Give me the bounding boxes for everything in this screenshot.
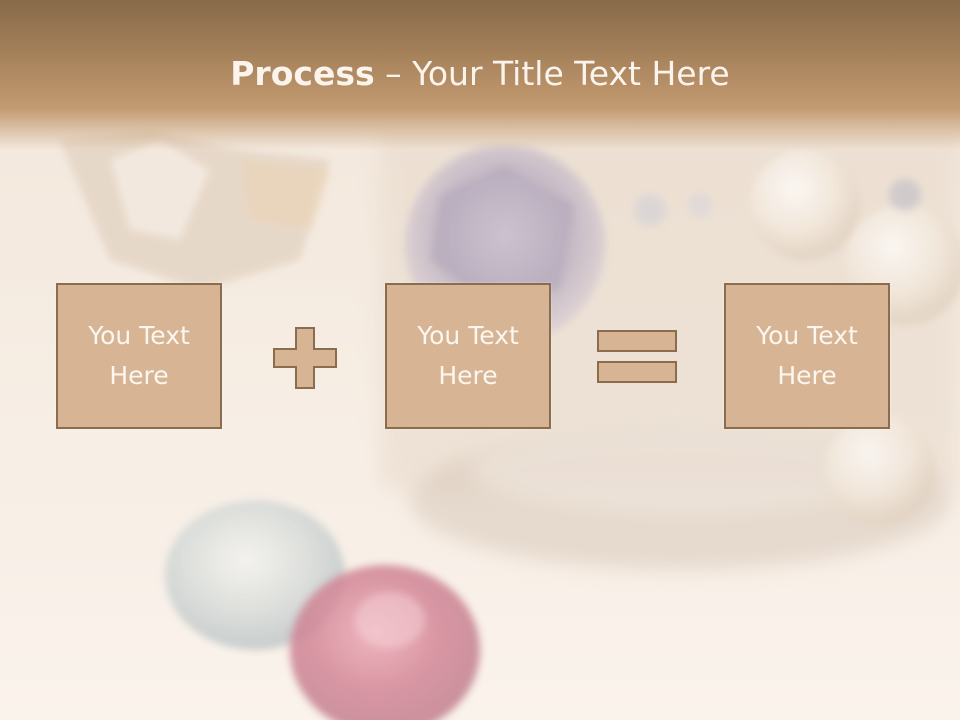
title-bold-text: Process xyxy=(230,54,375,93)
process-box-1: You Text Here xyxy=(56,283,222,429)
process-box-2-text: You Text Here xyxy=(417,316,519,396)
process-box-1-line1: You Text xyxy=(88,321,190,350)
slide-title: Process – Your Title Text Here xyxy=(0,54,960,93)
process-box-3-line2: Here xyxy=(777,361,837,390)
title-rest-text: Your Title Text Here xyxy=(412,54,730,93)
process-box-2: You Text Here xyxy=(385,283,551,429)
title-separator: – xyxy=(374,54,413,93)
equals-icon xyxy=(597,330,677,383)
process-box-2-line2: Here xyxy=(438,361,498,390)
process-box-3-text: You Text Here xyxy=(756,316,858,396)
title-band xyxy=(0,0,960,150)
process-box-2-line1: You Text xyxy=(417,321,519,350)
process-box-3-line1: You Text xyxy=(756,321,858,350)
process-box-3: You Text Here xyxy=(724,283,890,429)
process-box-1-line2: Here xyxy=(109,361,169,390)
process-box-1-text: You Text Here xyxy=(88,316,190,396)
plus-icon xyxy=(273,327,337,389)
